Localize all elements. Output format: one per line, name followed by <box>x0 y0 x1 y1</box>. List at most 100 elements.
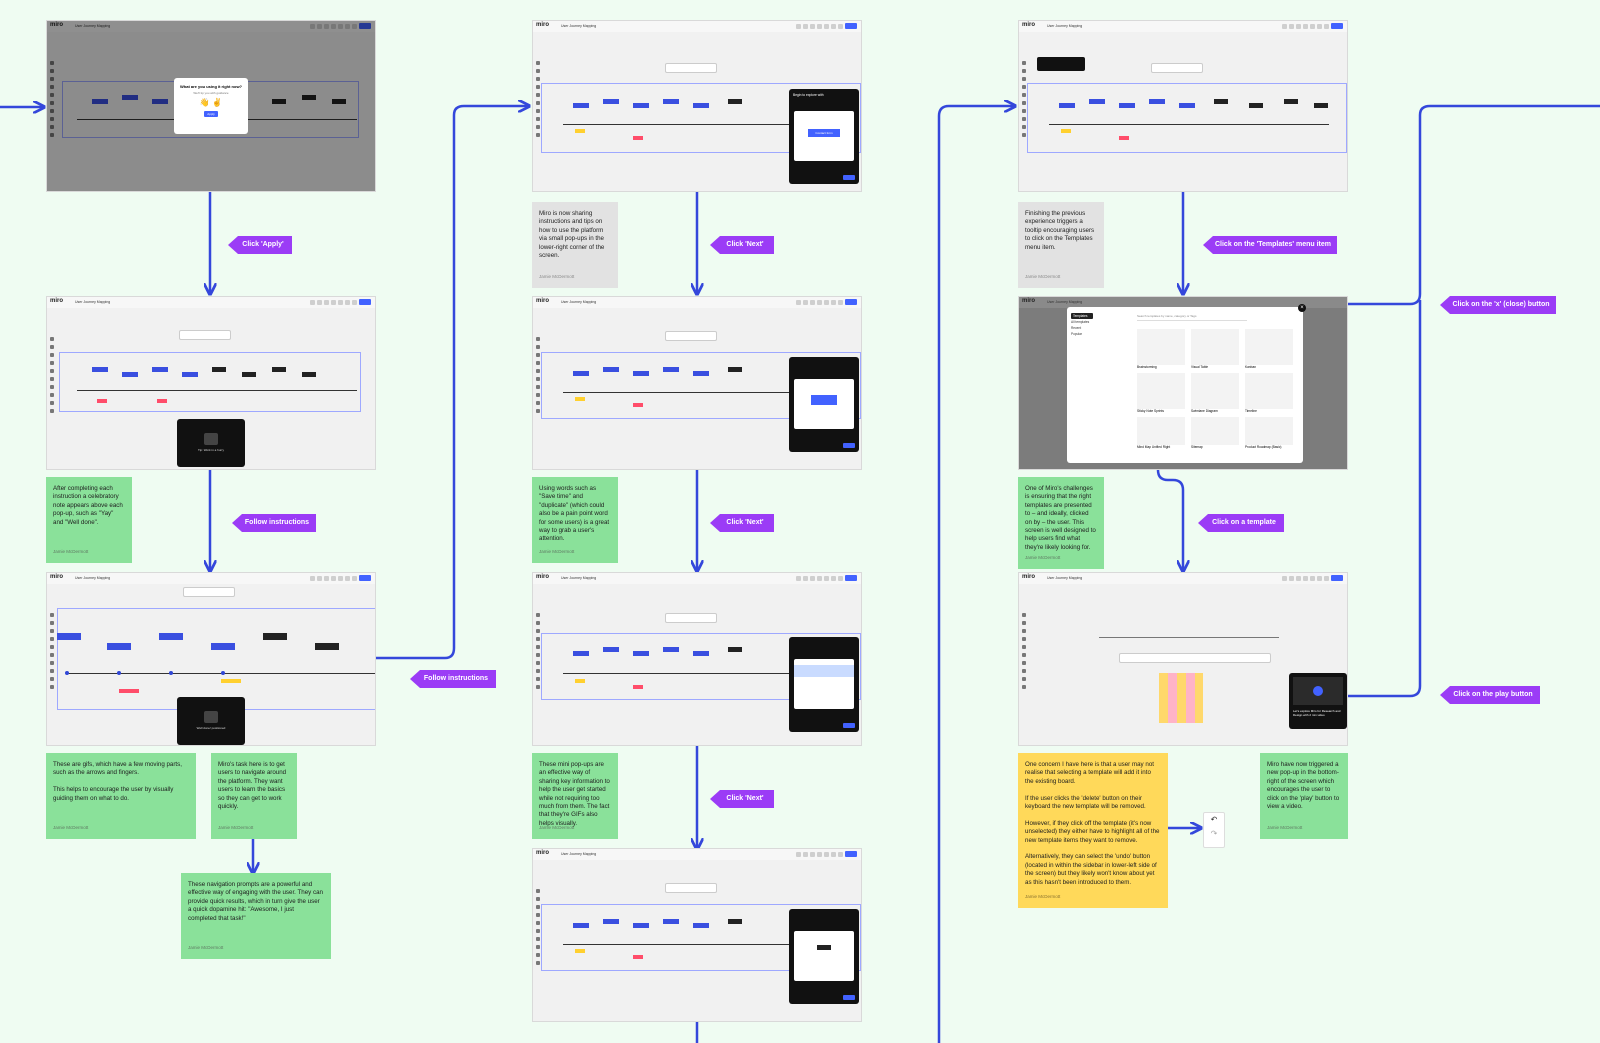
touchpoint <box>122 95 138 100</box>
timeline-line <box>77 390 357 391</box>
touchpoint <box>182 372 198 377</box>
next-button[interactable] <box>843 175 855 180</box>
gain-point <box>221 679 241 683</box>
touchpoint <box>603 919 619 924</box>
screenshot-c3-r1[interactable]: miro User Journey Mapping <box>1018 20 1348 192</box>
note-text: These mini pop-ups are an effective way … <box>539 761 610 827</box>
template-card[interactable]: Swimlane Diagram <box>1191 373 1239 413</box>
touchpoint <box>263 633 287 640</box>
note-mini-popups: These mini pop-ups are an effective way … <box>532 753 618 839</box>
category-item[interactable]: Templates <box>1071 313 1093 319</box>
timeline-dot <box>117 671 121 675</box>
template-card[interactable]: Brainstorming <box>1137 329 1185 369</box>
screenshot-c3-r3[interactable]: miro User Journey Mapping Let's explore … <box>1018 572 1348 746</box>
tag-follow-instructions-1: Follow instructions <box>232 514 316 532</box>
toolbar-icons <box>796 299 857 305</box>
miro-sidebar <box>50 613 56 713</box>
play-icon[interactable] <box>1313 686 1323 696</box>
screenshot-c1-r3[interactable]: miro User Journey Mapping Well done! pos… <box>46 572 376 746</box>
touchpoint <box>728 99 742 104</box>
touchpoint <box>272 99 286 104</box>
tip-popup <box>789 637 859 732</box>
note-text: Miro's task here is to get users to navi… <box>218 761 287 811</box>
touchpoint <box>92 367 108 372</box>
template-search-input[interactable]: Search templates by name, category or Ta… <box>1137 314 1247 321</box>
gain-point <box>1061 129 1071 133</box>
template-card[interactable]: Kanban <box>1245 329 1293 369</box>
note-author: Jamie McDermott <box>1025 893 1061 899</box>
note-author: Jamie McDermott <box>53 824 89 830</box>
template-map-line <box>1099 637 1279 638</box>
context-toolbar <box>183 587 235 597</box>
journey-frame <box>541 633 861 700</box>
template-card[interactable]: Timeline <box>1245 373 1293 413</box>
touchpoint <box>122 372 138 377</box>
arrow-c1-to-c2 <box>375 106 528 660</box>
timeline-line <box>563 944 843 945</box>
touchpoint <box>633 923 649 928</box>
screenshot-c3-r2[interactable]: miro User Journey Mapping Templates All … <box>1018 296 1348 470</box>
tag-click-template: Click on a template <box>1198 514 1284 532</box>
touchpoint <box>573 651 589 656</box>
touchpoint <box>573 371 589 376</box>
contact-form-button: Contact form <box>808 129 840 137</box>
next-button[interactable] <box>843 723 855 728</box>
touchpoint <box>693 923 709 928</box>
sticky-notes-grid[interactable] <box>1159 673 1203 723</box>
use-case-dialog: What are you using it right now? We'll t… <box>174 78 248 134</box>
template-card[interactable]: Product Roadmap (Basic) <box>1245 417 1293 449</box>
note-author: Jamie McDermott <box>1025 554 1061 560</box>
next-button[interactable] <box>843 995 855 1000</box>
timeline-dot <box>65 671 69 675</box>
screenshot-c2-r2[interactable]: miro User Journey Mapping <box>532 296 862 470</box>
touchpoint <box>152 367 168 372</box>
timeline-line <box>563 673 843 674</box>
video-popup[interactable]: Let's explore Miro for Research and Desi… <box>1289 673 1347 729</box>
toolbar-icons <box>1282 23 1343 29</box>
template-card[interactable]: Sticky Note Sprints <box>1137 373 1185 413</box>
screenshot-c2-r4[interactable]: miro User Journey Mapping <box>532 848 862 1022</box>
screenshot-c1-r2[interactable]: miro User Journey Mapping Tip: Work in a… <box>46 296 376 470</box>
template-card[interactable]: Sitemap <box>1191 417 1239 449</box>
note-text: One of Miro's challenges is ensuring tha… <box>1025 485 1096 551</box>
touchpoint <box>332 99 346 104</box>
screenshot-c1-r1[interactable]: miro User Journey Mapping What are you u… <box>46 20 376 192</box>
context-toolbar <box>665 883 717 893</box>
note-text: Miro is now sharing instructions and tip… <box>539 210 605 260</box>
note-text: Using words such as "Save time" and "dup… <box>539 485 610 543</box>
note-author: Jamie McDermott <box>1025 273 1061 279</box>
tag-click-next-2: Click 'Next' <box>710 514 774 532</box>
touchpoint <box>663 647 679 652</box>
touchpoint <box>603 99 619 104</box>
pain-point <box>633 136 643 140</box>
screenshot-c2-r3[interactable]: miro User Journey Mapping <box>532 572 862 746</box>
close-icon[interactable]: × <box>1298 304 1306 312</box>
category-item[interactable]: All templates <box>1071 320 1090 324</box>
redo-icon[interactable]: ↷ <box>1210 829 1218 838</box>
popup-gif <box>794 931 854 981</box>
note-author: Jamie McDermott <box>188 944 224 950</box>
next-button[interactable] <box>843 443 855 448</box>
toolbar-icons <box>796 851 857 857</box>
touchpoint <box>1314 103 1328 108</box>
tip-popup: Begin to explore with Contact form <box>789 89 859 184</box>
template-card[interactable]: Visual Table <box>1191 329 1239 369</box>
toolbar-icons <box>310 23 371 29</box>
miro-topbar: miro User Journey Mapping <box>47 21 375 32</box>
tag-click-templates: Click on the 'Templates' menu item <box>1203 236 1337 254</box>
category-item[interactable]: Popular <box>1071 332 1082 336</box>
category-item[interactable]: Recent <box>1071 326 1082 330</box>
undo-icon[interactable]: ↶ <box>1210 815 1218 824</box>
note-template-concern: One concern I have here is that a user m… <box>1018 753 1168 908</box>
board-title: User Journey Mapping <box>561 852 597 856</box>
timeline-line <box>563 124 843 125</box>
miro-topbar: miro User Journey Mapping <box>533 849 861 860</box>
miro-sidebar <box>536 337 542 437</box>
template-card[interactable]: Mind Map Unified Right <box>1137 417 1185 449</box>
note-celebratory: After completing each instruction a cele… <box>46 477 132 563</box>
context-toolbar <box>665 331 717 341</box>
apply-button[interactable]: Apply <box>204 111 218 117</box>
board-title: User Journey Mapping <box>1047 300 1083 304</box>
screenshot-c2-r1[interactable]: miro User Journey Mapping Begin to explo… <box>532 20 862 192</box>
miro-sidebar <box>50 337 56 437</box>
